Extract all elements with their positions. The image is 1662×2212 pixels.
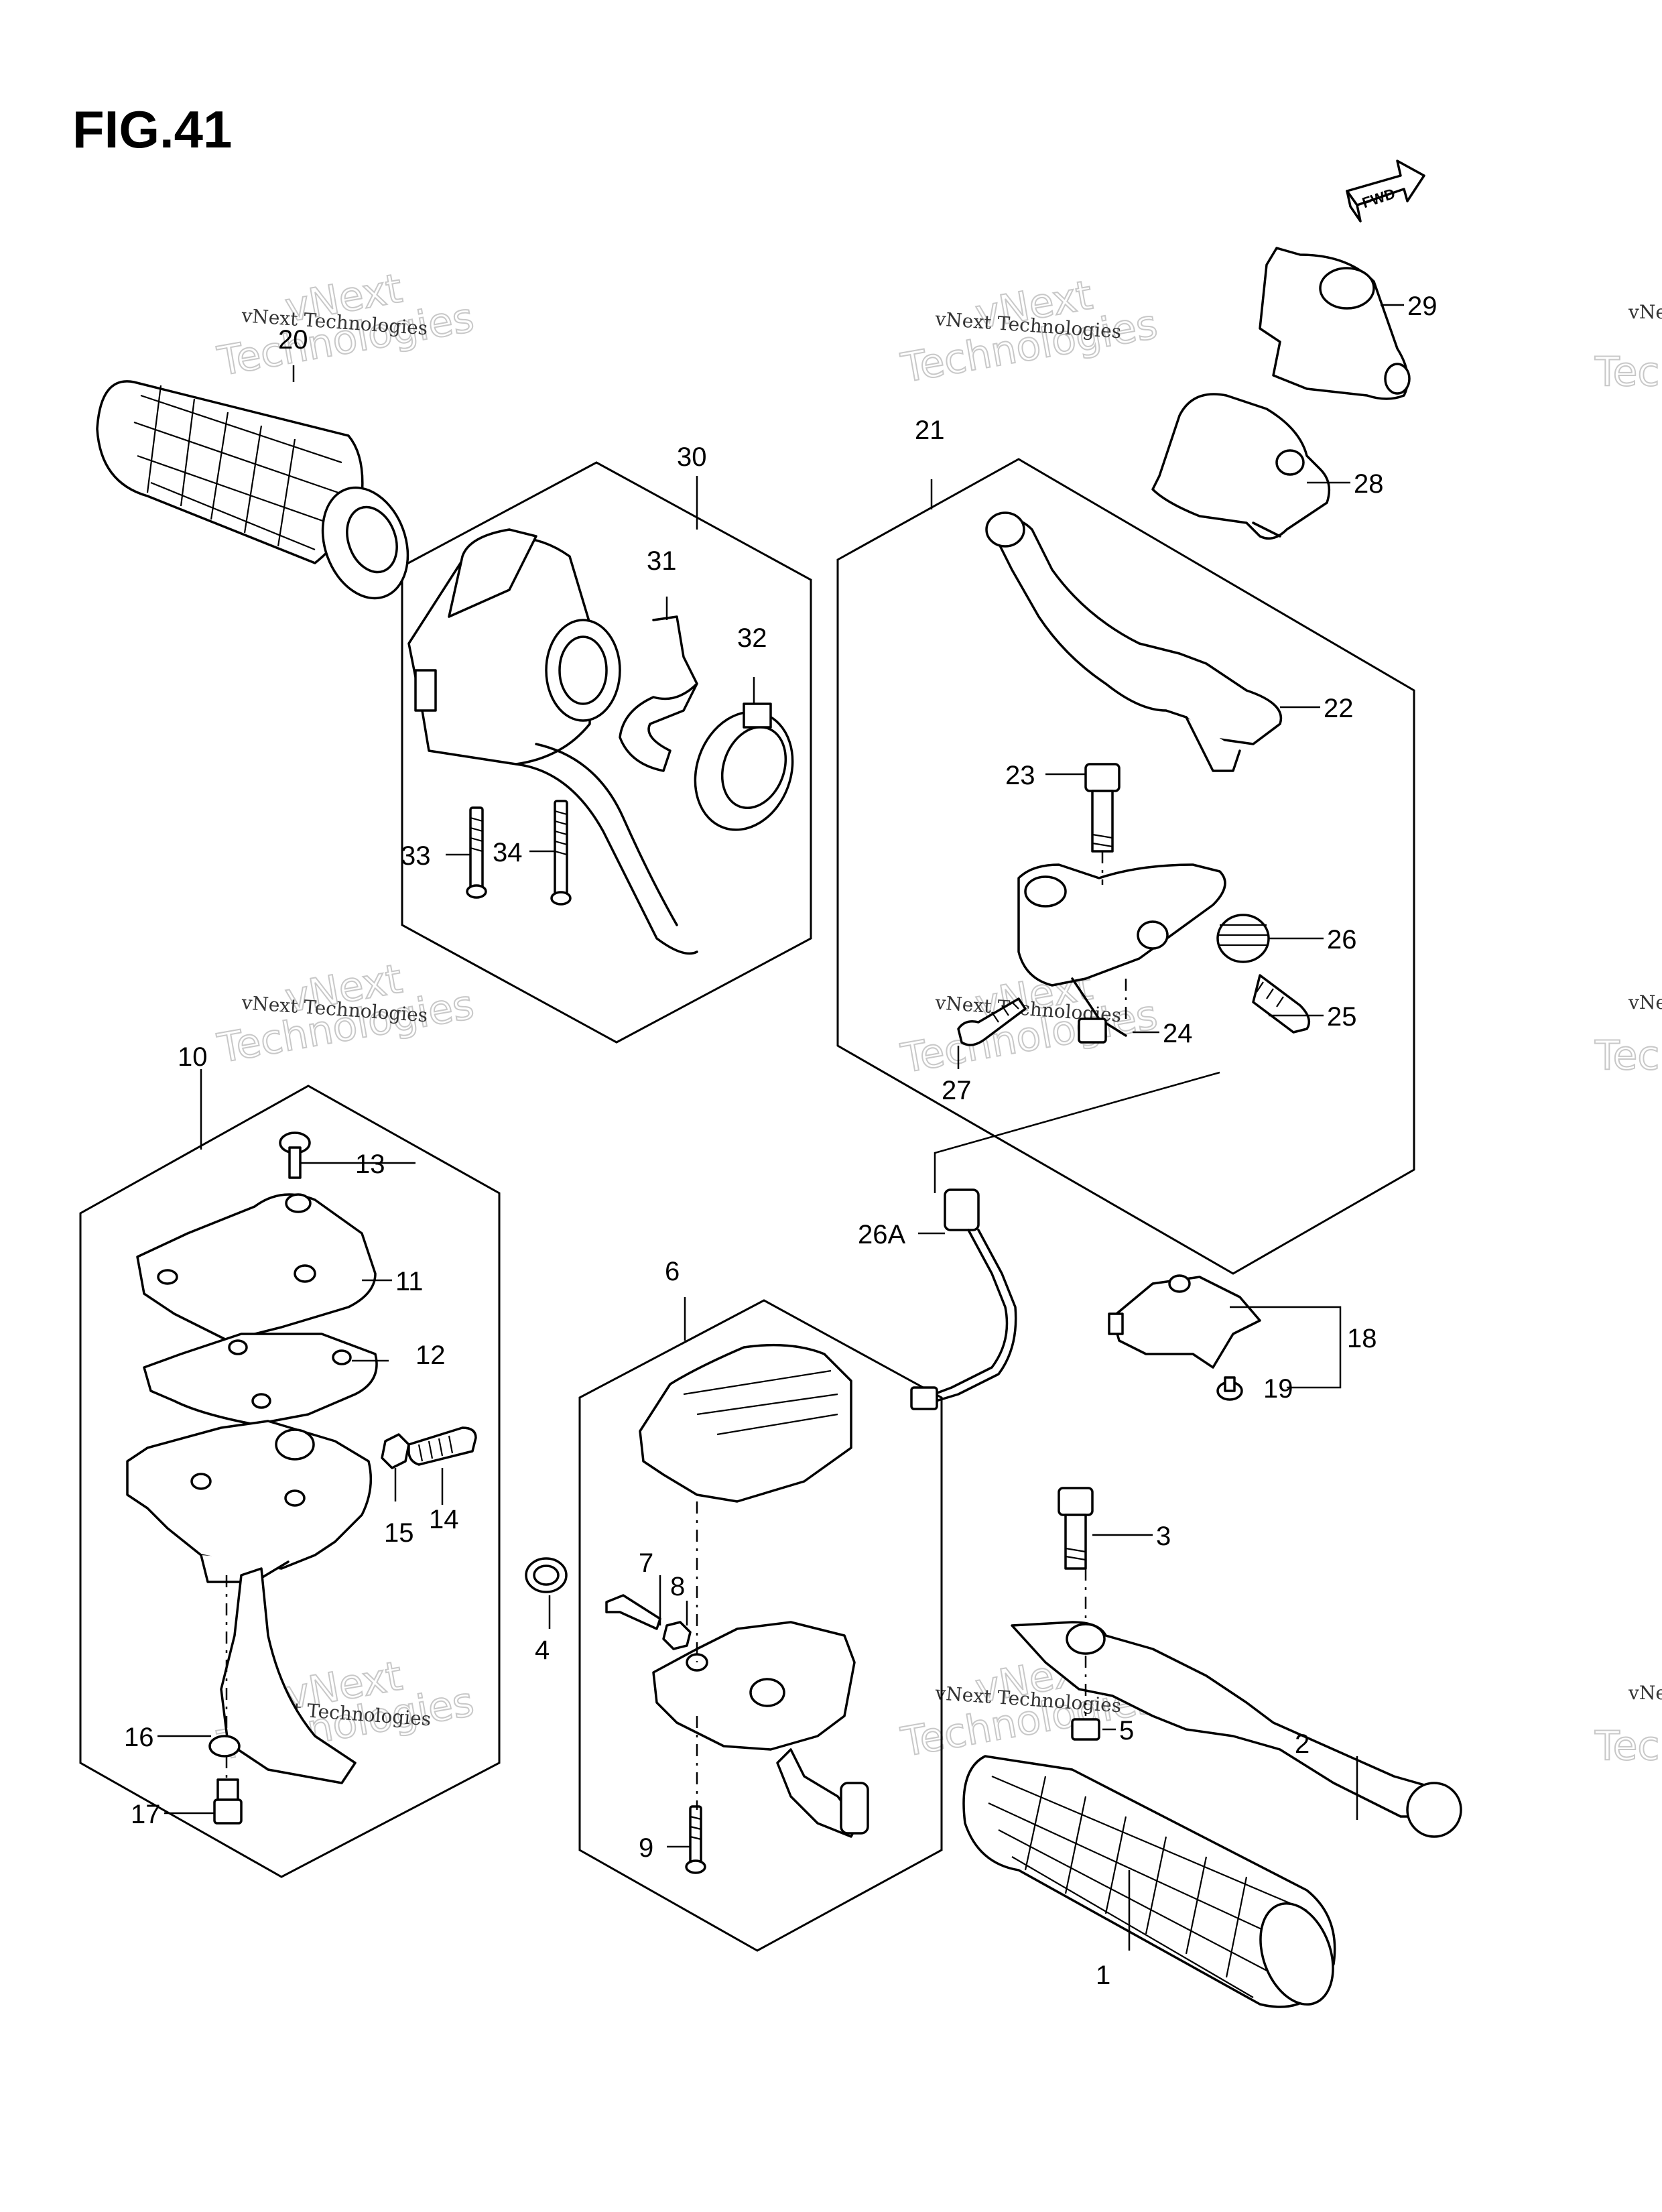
- screw-33: [466, 806, 487, 899]
- callout-8: 8: [670, 1572, 685, 1601]
- callout-27: 27: [942, 1076, 972, 1105]
- callout-31: 31: [647, 546, 677, 576]
- callout-22: 22: [1324, 694, 1354, 723]
- assembly-box-21: [836, 458, 1415, 1275]
- watermark-mid-left: Technologies vNext vNext Technologies: [213, 955, 478, 1073]
- callout-28: 28: [1354, 469, 1384, 499]
- callout-21: 21: [915, 416, 945, 445]
- callout-6: 6: [665, 1257, 680, 1286]
- washer-16: [208, 1735, 241, 1758]
- callout-1: 1: [1096, 1961, 1110, 1990]
- switch-18: [1108, 1274, 1261, 1369]
- lever-cover-29: [1259, 247, 1411, 400]
- callout-7: 7: [639, 1548, 653, 1578]
- screw-9: [685, 1805, 706, 1874]
- callout-25: 25: [1327, 1002, 1357, 1032]
- callout-15: 15: [384, 1518, 414, 1548]
- left-switch-housing: [407, 528, 698, 955]
- cover-6: [639, 1343, 852, 1503]
- assembly-box-10: [79, 1085, 501, 1878]
- watermark-top-right: Technologies vNext vNext Technologies: [897, 271, 1161, 393]
- assembly-box-30: [401, 461, 812, 1044]
- figure-title: FIG.41: [72, 100, 232, 159]
- callout-13: 13: [355, 1150, 385, 1179]
- screw-19: [1216, 1376, 1243, 1401]
- brake-lever-2: [1011, 1621, 1462, 1838]
- bolt-17: [213, 1778, 243, 1825]
- callout-14: 14: [429, 1505, 459, 1534]
- svg-text:vNext Technologies: vNext Technologies: [1628, 991, 1662, 1013]
- right-grip-1: [962, 1755, 1336, 2008]
- bracket-28: [1151, 393, 1331, 540]
- adjuster-26: [1216, 914, 1270, 963]
- screw-25: [1252, 974, 1311, 1034]
- assembly-line-23: [1101, 851, 1127, 1022]
- lever-22: [985, 511, 1283, 772]
- svg-text:Technologies: Technologies: [1594, 1032, 1662, 1079]
- callout-12: 12: [416, 1341, 446, 1370]
- callout-33: 33: [401, 841, 431, 871]
- switch-ring-32: [694, 702, 794, 831]
- watermark-top-left: Technologies vNext vNext Technologies: [213, 264, 478, 386]
- screw-27: [957, 997, 1027, 1046]
- nut-5: [1071, 1718, 1100, 1741]
- svg-text:vNext Technologies: vNext Technologies: [1628, 1682, 1662, 1704]
- screw-13: [279, 1131, 311, 1179]
- callout-29: 29: [1407, 292, 1437, 321]
- callout-20: 20: [278, 325, 308, 355]
- left-grip: [96, 380, 409, 600]
- switch-wire-26a: [910, 1071, 1220, 1410]
- callout-23: 23: [1005, 761, 1035, 790]
- nut-8: [662, 1621, 692, 1650]
- nut-15: [381, 1433, 410, 1469]
- callout-26: 26: [1327, 925, 1357, 955]
- callout-2: 2: [1295, 1729, 1309, 1759]
- callout-11: 11: [395, 1267, 424, 1296]
- callout-34: 34: [493, 838, 523, 867]
- callout-17: 17: [131, 1800, 161, 1829]
- callout-32: 32: [737, 623, 767, 653]
- callout-3: 3: [1156, 1522, 1171, 1551]
- screw-34: [550, 800, 572, 906]
- callout-10: 10: [178, 1042, 208, 1072]
- cover-11: [136, 1193, 377, 1342]
- bolt-23: [1084, 763, 1121, 853]
- callout-labels: 1 2 3 4 5 6 7 8 9 10 11 12 13 14 15 16 1…: [124, 292, 1437, 1990]
- nut-24: [1078, 1018, 1107, 1044]
- svg-text:Technologies: Technologies: [1594, 349, 1662, 395]
- callout-4: 4: [535, 1636, 550, 1665]
- callout-19: 19: [1263, 1374, 1293, 1404]
- watermark-mid-right: Technologies vNext vNext Technologies: [897, 961, 1161, 1083]
- gasket-12: [143, 1333, 378, 1426]
- screw-7: [605, 1594, 661, 1630]
- lever-holder-21: [1017, 863, 1226, 1037]
- callout-5: 5: [1119, 1716, 1134, 1745]
- callout-30: 30: [677, 442, 707, 472]
- watermark-edge-right: vNext Technologies Technologies vNext Te…: [1594, 301, 1662, 1770]
- callout-18: 18: [1347, 1324, 1377, 1353]
- callout-9: 9: [639, 1833, 653, 1863]
- leader-lines: [157, 304, 1404, 1951]
- callout-16: 16: [124, 1723, 154, 1752]
- forward-direction-badge: FWD: [1346, 160, 1425, 223]
- bolt-14: [407, 1426, 477, 1466]
- assembly-box-6: [578, 1299, 943, 1952]
- switch-lever-31: [619, 615, 698, 772]
- ring-4: [525, 1557, 568, 1593]
- callout-24: 24: [1163, 1019, 1193, 1048]
- svg-text:vNext Technologies: vNext Technologies: [1628, 301, 1662, 323]
- callout-26a: 26A: [858, 1220, 905, 1249]
- pivot-bolt-3: [1058, 1487, 1094, 1570]
- throttle-housing-10: [126, 1420, 373, 1784]
- svg-text:Technologies: Technologies: [1594, 1723, 1662, 1770]
- housing-lower-6: [652, 1621, 869, 1838]
